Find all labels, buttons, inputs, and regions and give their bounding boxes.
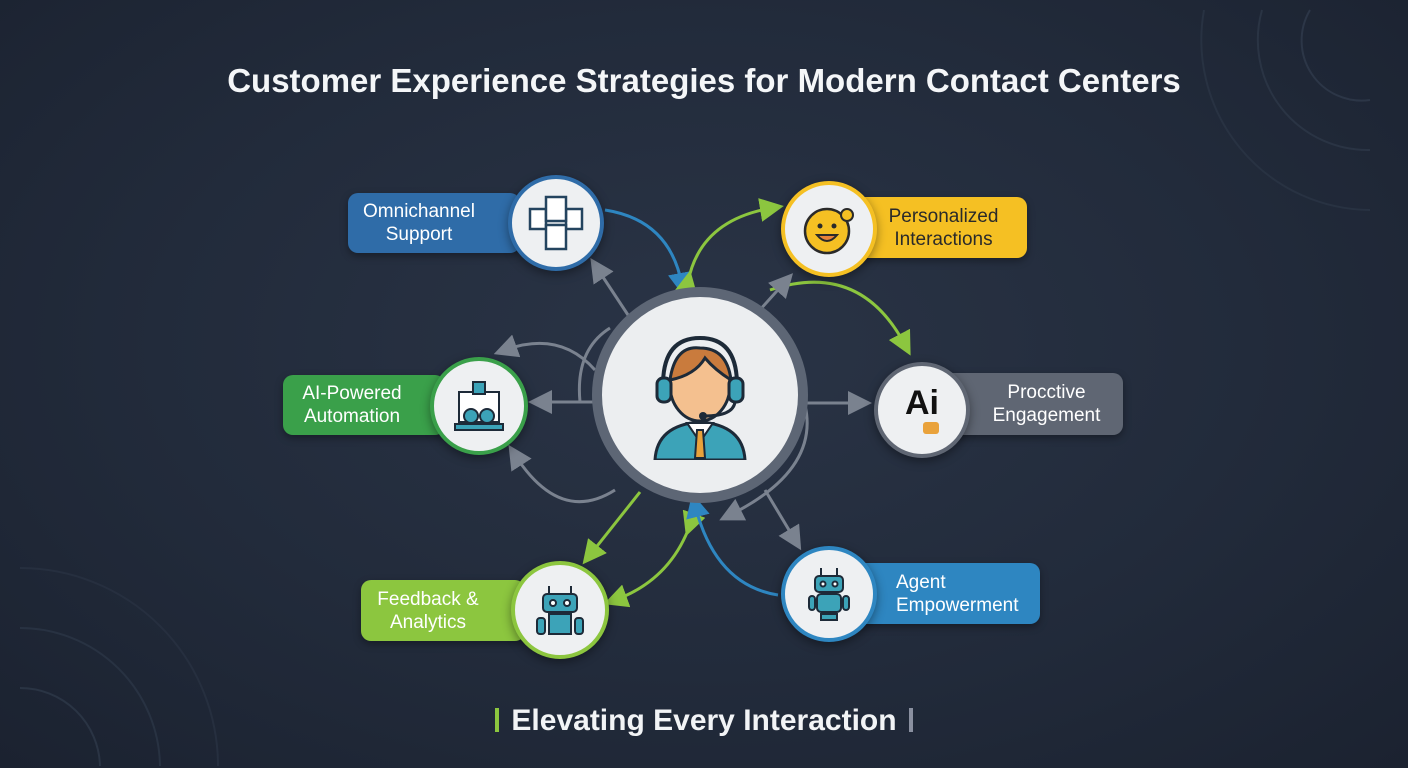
automation-machine-icon (454, 381, 504, 431)
omnichannel-support-node (508, 175, 604, 271)
smiley-face-icon (803, 207, 854, 255)
label-line: Interactions (894, 228, 993, 250)
label-line: Analytics (389, 611, 467, 633)
feedback-analytics-node (511, 561, 609, 659)
label-line: Support (385, 224, 453, 245)
label-line: Empowerment (896, 594, 1019, 616)
chat-bubble-icon (923, 422, 939, 434)
label-line: Omnichannel (363, 201, 475, 222)
personalized-interactions-node (781, 181, 877, 277)
omnichannel-support-label: Omnichannel Support (348, 193, 520, 253)
central-agent-node (592, 287, 808, 503)
ai-powered-automation-node (430, 357, 528, 455)
tagline-text: Elevating Every Interaction (511, 704, 897, 737)
label-line: Personalized (888, 205, 999, 227)
page-title: Customer Experience Strategies for Moder… (227, 62, 1181, 99)
ai-icon: Ai (905, 384, 939, 422)
accent-bar (495, 708, 500, 732)
robot-icon (536, 586, 584, 635)
label-line: Engagement (992, 405, 1101, 426)
decorative-ripples (19, 9, 1371, 767)
label-line: Procctive (1007, 382, 1086, 403)
headset-agent-icon (653, 335, 747, 460)
label-line: AI-Powered (302, 383, 402, 404)
tagline: Elevating Every Interaction (0, 703, 1408, 739)
agent-empowerment-node (781, 546, 877, 642)
feedback-analytics-label: Feedback & Analytics (361, 580, 525, 641)
robot-icon (808, 568, 850, 621)
proactive-engagement-node: Ai (874, 362, 970, 458)
multi-device-icon (528, 195, 584, 251)
ai-powered-automation-label: AI-Powered Automation (283, 375, 445, 435)
label-line: Automation (303, 406, 401, 427)
label-line: Feedback & (377, 588, 479, 610)
label-line: Agent (896, 571, 946, 593)
accent-bar (908, 708, 913, 732)
